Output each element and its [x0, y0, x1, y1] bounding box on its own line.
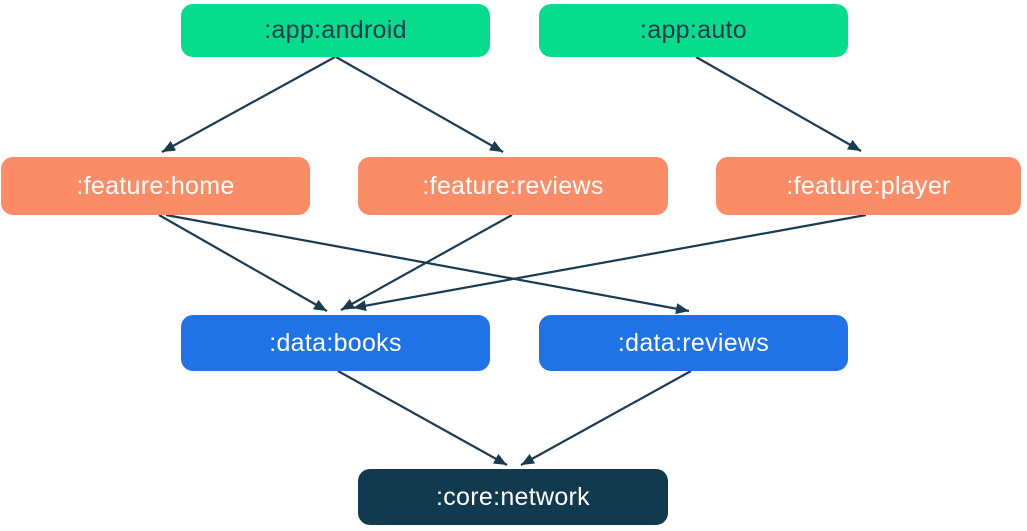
node-feature-player-label: :feature:player [786, 171, 951, 200]
node-feature-reviews-label: :feature:reviews [422, 171, 604, 200]
node-feature-home: :feature:home [1, 157, 310, 215]
edge-node-app-auto-to-node-feature-player [695, 56, 862, 152]
edge-node-app-android-to-node-feature-reviews [335, 56, 504, 153]
node-core-network-label: :core:network [436, 482, 590, 511]
node-app-android-label: :app:android [264, 16, 407, 44]
edge-node-feature-reviews-to-node-data-books [340, 214, 513, 311]
node-core-network: :core:network [358, 469, 668, 525]
edge-node-feature-player-to-node-data-books [352, 213, 867, 312]
node-data-reviews-label: :data:reviews [617, 328, 770, 357]
edge-node-data-reviews-to-node-core-network [520, 370, 692, 466]
edge-node-data-books-to-node-core-network [337, 370, 508, 466]
node-feature-home-label: :feature:home [76, 171, 235, 200]
node-data-books: :data:books [181, 315, 490, 371]
node-data-books-label: :data:books [269, 328, 402, 357]
node-data-reviews: :data:reviews [539, 315, 848, 371]
node-feature-player: :feature:player [716, 157, 1021, 215]
edge-node-feature-home-to-node-data-books [158, 214, 328, 312]
node-app-android: :app:android [181, 4, 490, 57]
edge-node-feature-home-to-node-data-reviews [165, 213, 690, 315]
edge-node-app-android-to-node-feature-home [161, 56, 336, 153]
node-app-auto: :app:auto [539, 4, 848, 57]
node-app-auto-label: :app:auto [640, 16, 747, 44]
node-feature-reviews: :feature:reviews [358, 157, 668, 215]
